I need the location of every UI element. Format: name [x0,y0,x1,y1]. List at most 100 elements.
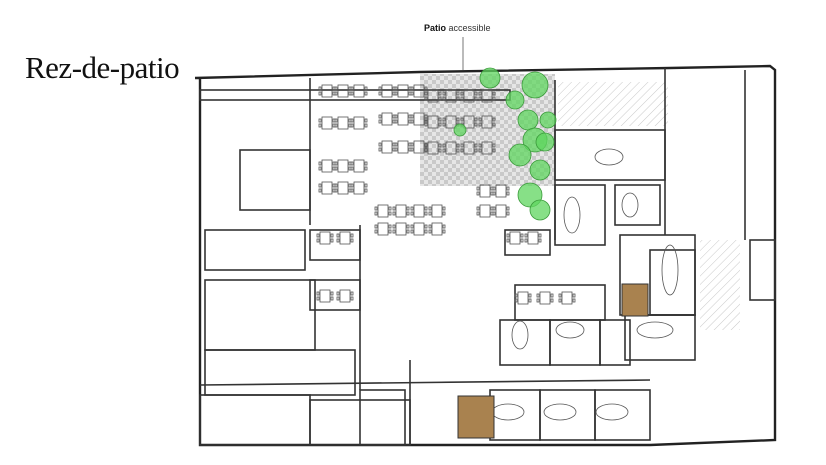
chair [350,91,354,96]
chair [550,293,554,298]
chair [318,183,322,188]
chair [374,224,378,229]
room-wall [594,389,651,441]
room-wall [359,389,406,446]
table [481,115,493,129]
table [481,141,493,155]
table [397,140,409,154]
chair [536,293,540,298]
chair [456,91,460,96]
chair [492,122,496,127]
table [413,112,425,126]
table [431,204,443,218]
chair [538,233,542,238]
chair [406,229,410,234]
chair [330,296,334,301]
table [337,84,349,98]
chair [538,238,542,243]
chair [394,119,398,124]
chair [514,298,518,303]
table [321,181,333,195]
chair [506,186,510,191]
table [495,184,507,198]
room-wall [514,284,606,321]
chair [318,118,322,123]
chair [476,191,480,196]
table [479,184,491,198]
chair [474,122,478,127]
table [353,84,365,98]
chair [474,96,478,101]
chair [392,211,396,216]
chair [350,86,354,91]
chair [350,296,354,301]
chair [388,229,392,234]
floor-title: Rez-de-patio [25,50,180,85]
conference-table [621,192,639,218]
table [397,84,409,98]
chair [424,117,428,122]
chair [364,166,368,171]
chair [410,114,414,119]
table [463,115,475,129]
chair [442,229,446,234]
chair [460,91,464,96]
chair [350,188,354,193]
chair [528,298,532,303]
patio-label-rest: accessible [448,23,491,33]
chair [506,238,510,243]
conference-table [594,148,624,166]
chair [334,188,338,193]
chair [350,161,354,166]
chair [350,118,354,123]
chair [392,229,396,234]
chair [410,142,414,147]
tree [517,109,539,131]
table [321,84,333,98]
table [337,159,349,173]
tree [453,123,467,137]
chair [442,96,446,101]
stair-hatch [700,240,740,330]
chair [424,211,428,216]
chair [350,166,354,171]
wood-room [621,283,649,317]
chair [334,161,338,166]
table [463,89,475,103]
table [337,181,349,195]
table [427,141,439,155]
chair [506,191,510,196]
table [495,204,507,218]
chair [424,229,428,234]
chair [460,117,464,122]
table [509,231,521,245]
chair [474,148,478,153]
chair [424,96,428,101]
chair [528,293,532,298]
chair [388,224,392,229]
chair [318,123,322,128]
chair [318,86,322,91]
conference-table [491,403,525,421]
chair [478,148,482,153]
table [381,84,393,98]
table [339,231,351,245]
chair [330,291,334,296]
chair [428,206,432,211]
chair [456,117,460,122]
chair [350,183,354,188]
chair [492,191,496,196]
chair [410,224,414,229]
chair [350,291,354,296]
room-wall [614,184,661,226]
table [337,116,349,130]
chair [442,206,446,211]
chair [316,233,320,238]
chair [506,206,510,211]
chair [378,119,382,124]
table [381,112,393,126]
chair [478,143,482,148]
chair [514,293,518,298]
chair [318,166,322,171]
room-wall [499,319,551,366]
